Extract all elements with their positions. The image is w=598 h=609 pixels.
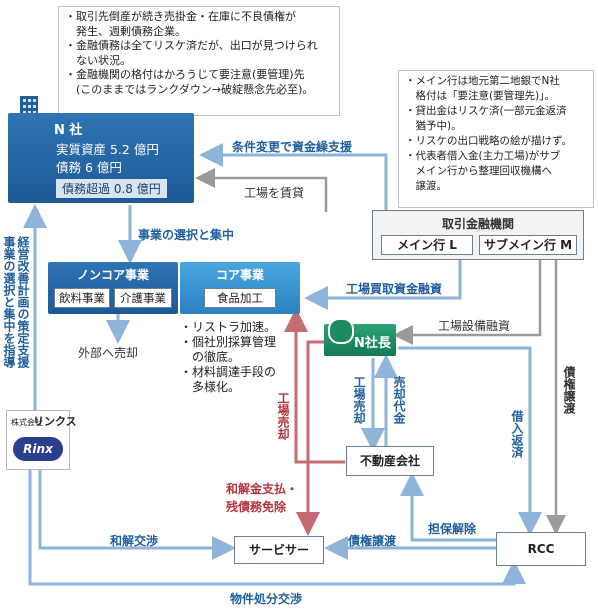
sale-price-label: 売却代金 — [392, 376, 406, 424]
buyback-label: 工場買取資金融資 — [346, 282, 443, 296]
realestate-box: 不動産会社 — [346, 446, 434, 476]
plan-label: 経営改善計画の策定支援 — [16, 236, 30, 368]
note-line: ・金融機関の格付はかろうじて要注意(要管理)先 — [65, 68, 305, 81]
label-part: 工場 — [352, 376, 366, 400]
company-assets: 実質資産 5.2 億円 — [56, 142, 159, 157]
core-title: コア事業 — [215, 268, 264, 282]
disposal-label: 物件処分交渉 — [230, 592, 303, 606]
transfer-label: 債権譲渡 — [562, 366, 576, 414]
core-note: の徹底。 — [180, 350, 241, 364]
core-note: 多様化。 — [180, 380, 241, 394]
bank-situation-note: ・メイン行は地元第二地銀でN社 格付は「要注意(要管理先)」。 ・貸出金はリスケ… — [398, 70, 594, 208]
select-label: 事業の選択と集中 — [138, 228, 235, 242]
bank-group-title: 取引金融機関 — [441, 217, 514, 231]
care-item: 介護事業 — [114, 288, 172, 308]
main-bank-box: メイン行 L — [381, 235, 473, 255]
settlement-label-2: 残債務免除 — [226, 500, 287, 514]
negotiate-label: 和解交渉 — [110, 534, 159, 548]
president-name: N社長 — [354, 336, 391, 351]
links-consultant-box: 株式会社 リンクス Rinx — [6, 410, 77, 470]
noncore-title: ノンコア事業 — [76, 268, 149, 282]
noncore-box: ノンコア事業 飲料事業 介護事業 — [48, 262, 178, 314]
servicer-box: サービサー — [234, 536, 324, 564]
company-debt: 債務 6 億円 — [56, 160, 122, 175]
food-item: 食品加工 — [204, 288, 276, 308]
label-part: 代金 — [392, 400, 406, 424]
label-part: 売却 — [392, 376, 406, 400]
sub-main-bank-box: サブメイン行 M — [479, 235, 577, 255]
note-line: 譲渡。 — [405, 180, 447, 192]
top-situation-note: ・取引先倒産が続き売掛金・在庫に不良債権が 発生、週剰債務企業。 ・金融債務は全… — [58, 6, 340, 116]
note-line: ・貸出金はリスケ済(一部元金返済 — [405, 105, 567, 117]
release-label: 担保解除 — [428, 522, 477, 536]
guide-label: 事業の選択と集中を指導 — [2, 236, 16, 368]
factory-sale-label: 工場売却 — [352, 376, 366, 424]
core-notes: ・リストラ加速。 ・個社別採算管理 の徹底。 ・材料調達手段の 多様化。 — [180, 320, 276, 395]
note-line: ・取引先倒産が続き売掛金・在庫に不良債権が — [65, 10, 296, 23]
bank-group-box: 取引金融機関 メイン行 L サブメイン行 M — [372, 210, 584, 260]
rcc-box: RCC — [496, 532, 586, 566]
core-note: ・材料調達手段の — [180, 365, 277, 379]
consultant-name: リンクス — [33, 415, 77, 428]
label-part: 売却 — [352, 400, 366, 424]
beverage-item: 飲料事業 — [54, 288, 110, 308]
note-line: ・リスケの出口戦略の絵が描けず。 — [405, 135, 572, 147]
n-company-box: N 社 実質資産 5.2 億円 債務 6 億円 債務超過 0.8 億円 — [8, 113, 194, 203]
note-line: 格付は「要注意(要管理先)」。 — [405, 90, 555, 102]
equip-label: 工場設備融資 — [438, 319, 511, 333]
note-line: メイン行から整理回収機構へ — [405, 165, 552, 177]
consultant-type: 株式会社 — [11, 418, 43, 427]
note-line: ・メイン行は地元第二地銀でN社 — [405, 75, 560, 87]
core-note: ・リストラ加速。 — [180, 320, 277, 334]
sell-out-label: 外部へ売却 — [78, 346, 139, 360]
note-line: 発生、週剰債務企業。 — [65, 24, 186, 38]
core-box: コア事業 食品加工 — [180, 262, 300, 314]
note-line: ・金融債務は全てリスケ済だが、出口が見つけられ — [65, 39, 318, 52]
lease-label: 工場を賃貸 — [244, 186, 305, 200]
company-name: N 社 — [54, 123, 83, 138]
borrow-label: 借入返済 — [510, 410, 524, 458]
note-line: ない状況。 — [65, 53, 131, 67]
rinx-logo: Rinx — [13, 437, 63, 461]
president-box: N社長 — [324, 318, 396, 356]
note-line: (このままではランクダウン→破綻懸念先必至)。 — [65, 82, 314, 96]
transfer2-label: 債権譲渡 — [348, 534, 397, 548]
person-icon — [328, 318, 354, 344]
core-note: ・個社別採算管理 — [180, 335, 277, 349]
company-excess-debt: 債務超過 0.8 億円 — [56, 179, 167, 198]
settlement-label-1: 和解金支払・ — [226, 482, 299, 496]
note-line: 猶予中)。 — [405, 120, 462, 132]
note-line: ・代表者借入金(主力工場)がサブ — [405, 150, 561, 162]
restructure-label: 条件変更で資金繰支援 — [232, 140, 353, 154]
factory-sale-red-label: 工場売却 — [276, 392, 290, 440]
